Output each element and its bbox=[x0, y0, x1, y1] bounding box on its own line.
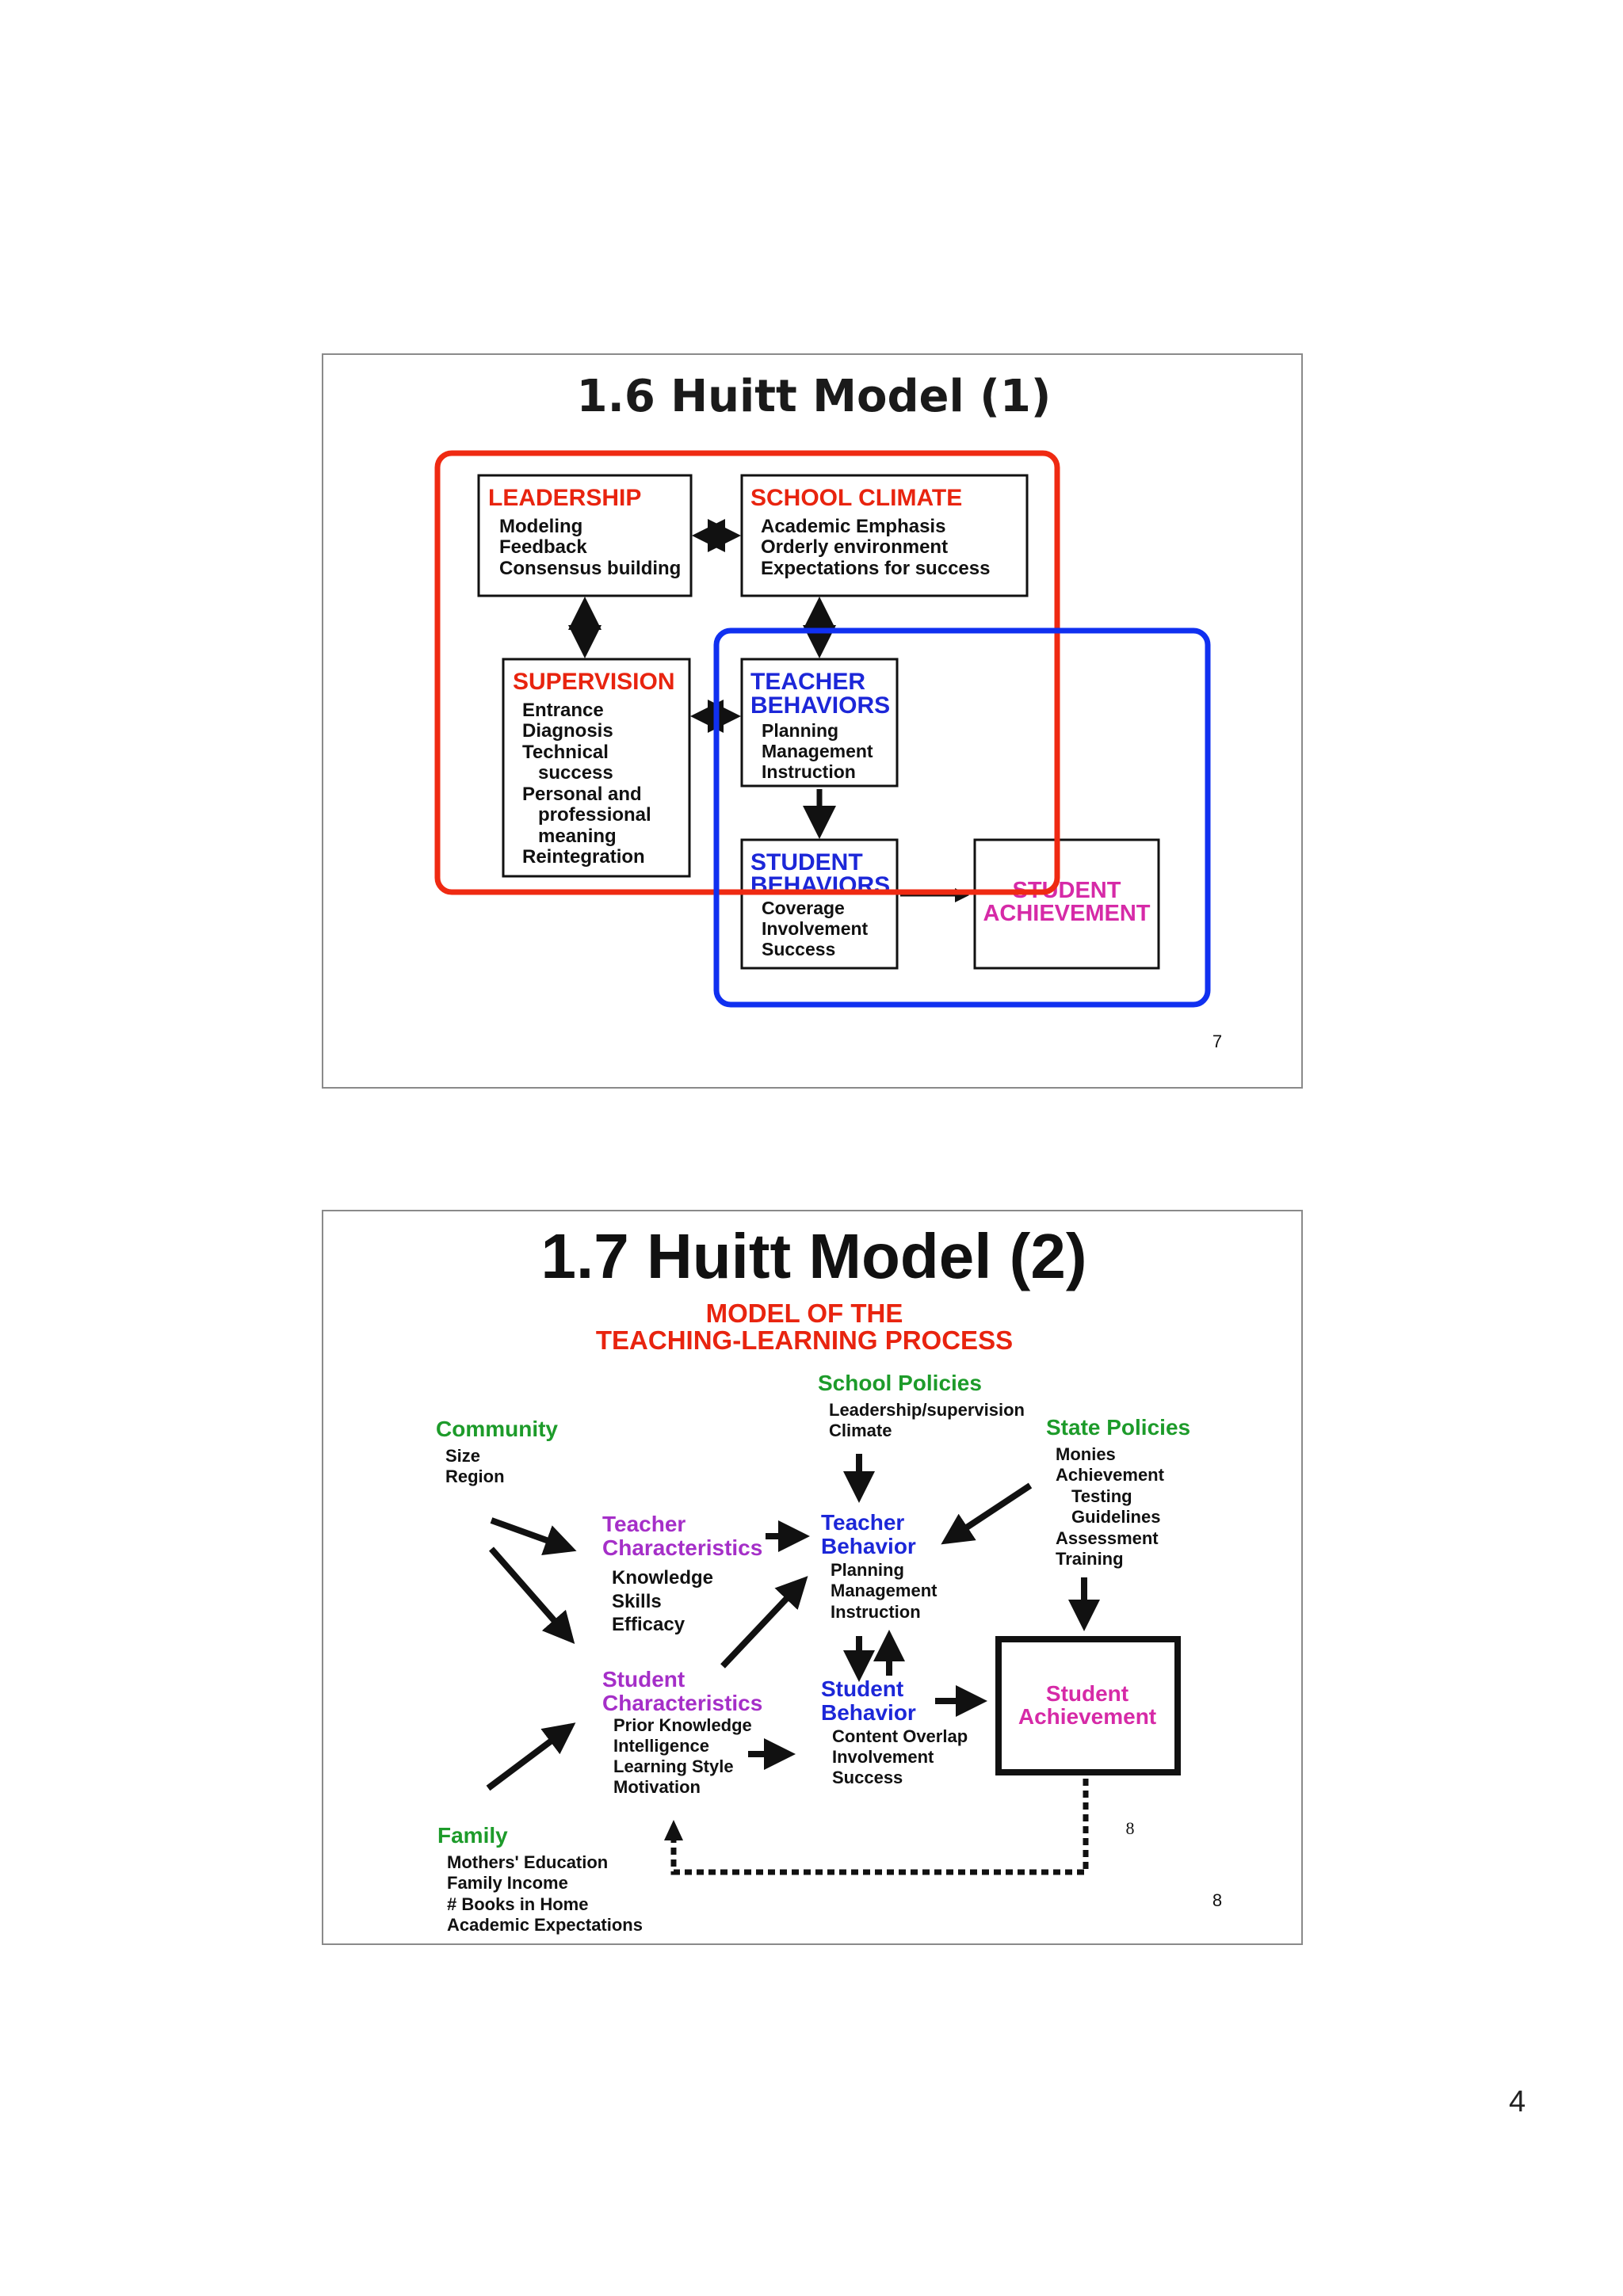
teacher-behaviors-item: Management bbox=[762, 741, 873, 761]
student-behavior-item: Content Overlap bbox=[832, 1726, 968, 1746]
supervision-item: Personal and bbox=[522, 784, 642, 805]
slide-title: 1.7 Huitt Model (2) bbox=[541, 1221, 1087, 1291]
family-item: Family Income bbox=[447, 1873, 568, 1893]
teacher-behaviors-item: Instruction bbox=[762, 761, 856, 782]
teacher-behavior-item: Planning bbox=[831, 1560, 904, 1580]
teacher-behavior-item: Management bbox=[831, 1581, 938, 1600]
student-achievement-title: Achievement bbox=[1018, 1704, 1156, 1729]
student-behaviors-box bbox=[740, 838, 899, 970]
teacher-behaviors-title: TEACHER bbox=[750, 669, 865, 695]
diagram-subtitle: MODEL OF THE bbox=[706, 1299, 903, 1328]
family-title: Family bbox=[437, 1823, 508, 1848]
teacher-characteristics-title: Characteristics bbox=[602, 1535, 762, 1560]
supervision-item: success bbox=[538, 762, 613, 784]
school-climate-box bbox=[740, 474, 1029, 597]
student-behaviors-item: Success bbox=[762, 939, 835, 959]
student-behaviors-title: STUDENT bbox=[750, 849, 863, 875]
school-policies-item: Climate bbox=[829, 1421, 892, 1440]
leadership-item: Consensus building bbox=[499, 558, 681, 579]
leadership-title: LEADERSHIP bbox=[488, 485, 641, 511]
supervision-item: professional bbox=[538, 804, 651, 826]
slide-number: 7 bbox=[1212, 1032, 1222, 1051]
diagram-subtitle: TEACHING-LEARNING PROCESS bbox=[596, 1325, 1013, 1355]
student-behavior-title: Student bbox=[821, 1676, 903, 1701]
student-characteristics-item: Motivation bbox=[613, 1777, 701, 1797]
arrow-community-teacher bbox=[490, 1517, 577, 1555]
huitt-model-1-diagram: 1.6 Huitt Model (1) LEADERSHIP Modeling … bbox=[434, 371, 1222, 1051]
blue-highlight-frame bbox=[713, 627, 1211, 1008]
page-number: 4 bbox=[1509, 2085, 1526, 2119]
arrow-state-teacher bbox=[941, 1482, 1033, 1545]
state-policies-item: Achievement bbox=[1056, 1465, 1165, 1485]
school-policies-title: School Policies bbox=[818, 1371, 982, 1395]
family-item: Mothers' Education bbox=[447, 1852, 608, 1872]
dashed-feedback-line bbox=[670, 1779, 1089, 1875]
school-climate-title: SCHOOL CLIMATE bbox=[750, 485, 962, 511]
slide-huitt-model-2: 1.7 Huitt Model (2) MODEL OF THE TEACHIN… bbox=[322, 1210, 1303, 1945]
state-policies-item: Guidelines bbox=[1071, 1507, 1160, 1527]
supervision-item: Entrance bbox=[522, 700, 604, 721]
dashed-feedback-arrowhead bbox=[664, 1820, 683, 1840]
student-achievement-title: Student bbox=[1046, 1681, 1128, 1706]
leadership-item: Modeling bbox=[499, 516, 582, 537]
arrow-community-student bbox=[488, 1547, 575, 1645]
school-climate-item: Orderly environment bbox=[761, 536, 948, 558]
student-characteristics-item: Prior Knowledge bbox=[613, 1715, 752, 1735]
student-characteristics-title: Characteristics bbox=[602, 1691, 762, 1715]
teacher-behavior-item: Instruction bbox=[831, 1602, 921, 1622]
slide-huitt-model-1: 1.6 Huitt Model (1) LEADERSHIP Modeling … bbox=[322, 353, 1303, 1089]
school-climate-item: Expectations for success bbox=[761, 558, 990, 579]
supervision-box bbox=[502, 658, 691, 878]
supervision-item: Technical bbox=[522, 742, 609, 763]
student-achievement-box bbox=[973, 838, 1160, 970]
slide-number: 8 bbox=[1212, 1890, 1222, 1910]
teacher-behavior-title: Behavior bbox=[821, 1534, 916, 1558]
family-item: Academic Expectations bbox=[447, 1915, 643, 1935]
student-behavior-item: Success bbox=[832, 1768, 903, 1787]
student-characteristics-item: Intelligence bbox=[613, 1736, 709, 1756]
red-highlight-frame bbox=[434, 450, 1060, 895]
teacher-characteristics-item: Skills bbox=[612, 1591, 662, 1612]
family-item: # Books in Home bbox=[447, 1894, 588, 1914]
student-achievement-box bbox=[995, 1636, 1181, 1775]
teacher-behaviors-box bbox=[740, 658, 899, 788]
state-policies-item: Assessment bbox=[1056, 1528, 1159, 1548]
school-policies-item: Leadership/supervision bbox=[829, 1400, 1025, 1420]
community-item: Region bbox=[445, 1466, 505, 1486]
arrow-family-student bbox=[486, 1722, 576, 1791]
student-achievement-title: ACHIEVEMENT bbox=[983, 901, 1150, 926]
student-behavior-title: Behavior bbox=[821, 1700, 916, 1725]
leadership-box bbox=[477, 474, 693, 597]
arrow-studentchar-teacherbehavior bbox=[720, 1576, 808, 1669]
supervision-item: meaning bbox=[538, 826, 617, 847]
state-policies-item: Testing bbox=[1071, 1486, 1132, 1506]
supervision-item: Diagnosis bbox=[522, 720, 613, 742]
teacher-behaviors-title: BEHAVIORS bbox=[750, 692, 890, 719]
state-policies-item: Monies bbox=[1056, 1444, 1116, 1464]
school-climate-item: Academic Emphasis bbox=[761, 516, 945, 537]
supervision-item: Reintegration bbox=[522, 846, 645, 868]
teacher-behavior-title: Teacher bbox=[821, 1510, 904, 1535]
teacher-characteristics-title: Teacher bbox=[602, 1512, 685, 1536]
supervision-title: SUPERVISION bbox=[513, 669, 675, 695]
student-characteristics-title: Student bbox=[602, 1667, 685, 1691]
student-behaviors-item: Involvement bbox=[762, 918, 869, 939]
community-title: Community bbox=[436, 1417, 558, 1441]
huitt-model-2-diagram: 1.7 Huitt Model (2) MODEL OF THE TEACHIN… bbox=[436, 1221, 1222, 1935]
state-policies-item: Training bbox=[1056, 1549, 1124, 1569]
inner-page-number: 8 bbox=[1126, 1818, 1135, 1838]
teacher-characteristics-item: Efficacy bbox=[612, 1614, 685, 1635]
teacher-behaviors-item: Planning bbox=[762, 720, 838, 741]
student-behavior-item: Involvement bbox=[832, 1747, 934, 1767]
slide-title: 1.6 Huitt Model (1) bbox=[577, 371, 1052, 422]
student-characteristics-item: Learning Style bbox=[613, 1756, 734, 1776]
teacher-characteristics-item: Knowledge bbox=[612, 1567, 713, 1589]
student-behaviors-item: Coverage bbox=[762, 898, 845, 918]
state-policies-title: State Policies bbox=[1046, 1415, 1190, 1440]
leadership-item: Feedback bbox=[499, 536, 587, 558]
community-item: Size bbox=[445, 1446, 480, 1466]
